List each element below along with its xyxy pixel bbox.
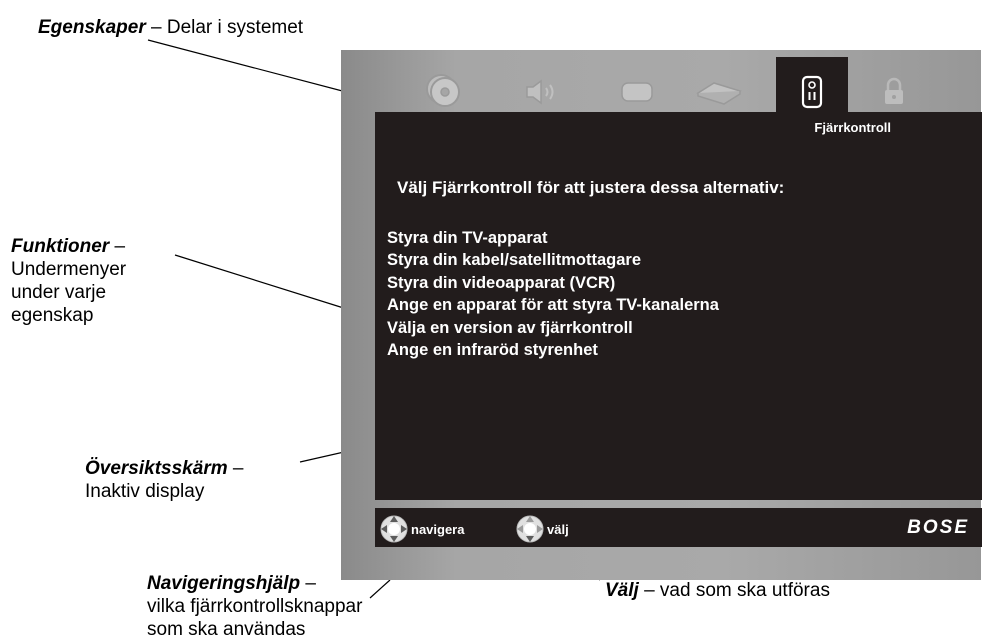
- navigate-label: navigera: [411, 521, 465, 537]
- callout-egenskaper-text: – Delar i systemet: [145, 17, 304, 38]
- navigate-hint: navigera: [379, 514, 464, 544]
- tab-disc[interactable]: [415, 72, 471, 112]
- callout-navigering-line: som ska användas: [147, 619, 306, 640]
- screen-heading: Välj Fjärrkontroll för att justera dessa…: [397, 178, 785, 197]
- callout-funktioner-dash: –: [109, 236, 126, 257]
- callout-egenskaper: Egenskaper – Delar i systemet: [38, 16, 303, 39]
- callout-valj: Välj – vad som ska utföras: [605, 579, 830, 602]
- callout-oversikt-dash: –: [227, 458, 244, 479]
- select-label: välj: [547, 521, 569, 537]
- function-item[interactable]: Styra din TV-apparat: [387, 229, 548, 247]
- tab-video[interactable]: [609, 72, 665, 112]
- function-item[interactable]: Styra din videoapparat (VCR): [387, 273, 616, 292]
- callout-funktioner-title: Funktioner: [11, 236, 110, 257]
- function-item[interactable]: Ange en apparat för att styra TV-kanaler…: [387, 296, 719, 315]
- callout-valj-text: – vad som ska utföras: [638, 580, 830, 601]
- function-item[interactable]: Styra din kabel/satellitmottagare: [387, 251, 642, 270]
- bose-logo: BOSE: [907, 517, 969, 538]
- media-device-icon: [696, 82, 742, 105]
- remote-control-icon: [801, 75, 823, 109]
- callout-funktioner-line: Undermenyer: [11, 259, 127, 280]
- tab-sources[interactable]: [691, 72, 747, 112]
- select-hint: välj: [515, 514, 569, 544]
- select-pad-icon: [516, 515, 544, 543]
- callout-navigering-title: Navigeringshjälp: [147, 573, 301, 594]
- tv-screen-frame: Fjärrkontroll Välj Fjärrkontroll för att…: [341, 50, 982, 580]
- callout-navigering-dash: –: [300, 573, 316, 594]
- function-item[interactable]: Välja en version av fjärrkontroll: [387, 318, 633, 337]
- callout-valj-title: Välj: [605, 580, 639, 601]
- active-tab-label: Fjärrkontroll: [814, 120, 891, 135]
- tab-lock[interactable]: [866, 72, 922, 112]
- callout-funktioner: Funktioner – Undermenyer under varje ege…: [11, 235, 126, 327]
- callout-oversikt-title: Översiktsskärm: [85, 458, 228, 479]
- function-list: Styra din TV-apparat Styra din kabel/sat…: [387, 227, 719, 361]
- callout-funktioner-line: egenskap: [11, 305, 94, 326]
- callout-navigering: Navigeringshjälp – vilka fjärrkontrollsk…: [147, 572, 362, 641]
- tab-remote-control[interactable]: [784, 72, 840, 112]
- callout-funktioner-line: under varje: [11, 282, 107, 303]
- lock-icon: [885, 77, 903, 104]
- callout-oversikt: Översiktsskärm – Inaktiv display: [85, 457, 243, 503]
- tab-audio[interactable]: [513, 72, 569, 112]
- navigation-pad-icon: [380, 515, 408, 543]
- disc-icon: [426, 74, 460, 107]
- navigation-help-bar: navigera välj BOSE: [375, 508, 982, 547]
- callout-navigering-line: vilka fjärrkontrollsknappar: [147, 596, 363, 617]
- callout-egenskaper-title: Egenskaper: [38, 17, 146, 38]
- callout-oversikt-line: Inaktiv display: [85, 481, 205, 502]
- speaker-icon: [526, 79, 554, 105]
- display-icon: [621, 82, 653, 102]
- function-item[interactable]: Ange en infraröd styrenhet: [387, 341, 598, 360]
- overview-screen: Fjärrkontroll Välj Fjärrkontroll för att…: [375, 112, 982, 500]
